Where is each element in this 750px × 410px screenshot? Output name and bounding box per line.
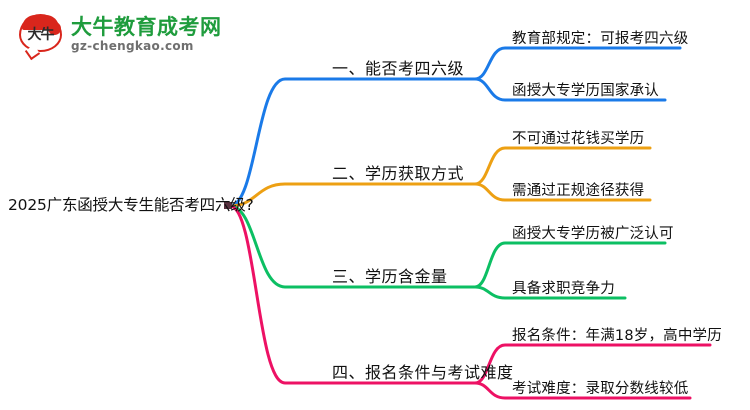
connector-line — [473, 343, 712, 385]
leaf-label-1-1[interactable]: 教育部规定：可报考四六级 — [512, 31, 689, 47]
root-node-label[interactable]: 2025广东函授大专生能否考四六级? — [8, 196, 254, 214]
connector-line — [228, 77, 477, 208]
branch-label-4[interactable]: 四、报名条件与考试难度 — [332, 363, 514, 382]
leaf-label-1-2[interactable]: 函授大专学历国家承认 — [512, 83, 659, 99]
connector-line — [473, 182, 652, 202]
connector-line — [473, 77, 667, 102]
leaf-label-3-2[interactable]: 具备求职竞争力 — [512, 281, 615, 297]
leaf-label-4-2[interactable]: 考试难度：录取分数线较低 — [512, 381, 689, 397]
connector-line — [228, 204, 477, 385]
leaf-label-2-1[interactable]: 不可通过花钱买学历 — [512, 131, 645, 147]
logo-mark-icon: 大牛 — [18, 11, 64, 61]
root-connector-dot — [224, 202, 232, 209]
logo-name-en: gz-chengkao.com — [71, 38, 194, 53]
branch-label-1[interactable]: 一、能否考四六级 — [332, 59, 465, 78]
connector-line — [473, 285, 627, 300]
branch-label-2[interactable]: 二、学历获取方式 — [332, 164, 465, 183]
logo-mark-text: 大牛 — [27, 27, 55, 43]
site-logo: 大牛 大牛教育成考网 gz-chengkao.com — [18, 8, 233, 61]
connector-line — [473, 381, 692, 400]
logo-dot-shape — [48, 22, 61, 35]
connector-line — [473, 241, 667, 289]
logo-wordmark: 大牛教育成考网 gz-chengkao.com — [71, 16, 222, 53]
leaf-label-2-2[interactable]: 需通过正规途径获得 — [512, 183, 645, 199]
branch-label-3[interactable]: 三、学历含金量 — [332, 267, 448, 286]
leaf-label-4-1[interactable]: 报名条件：年满18岁，高中学历 — [512, 328, 722, 344]
leaf-label-3-1[interactable]: 函授大专学历被广泛认可 — [512, 226, 674, 242]
connector-line — [228, 204, 477, 289]
connector-line — [473, 146, 652, 186]
connector-line — [473, 46, 682, 81]
logo-name-cn: 大牛教育成考网 — [71, 14, 222, 39]
connector-line — [228, 182, 477, 208]
